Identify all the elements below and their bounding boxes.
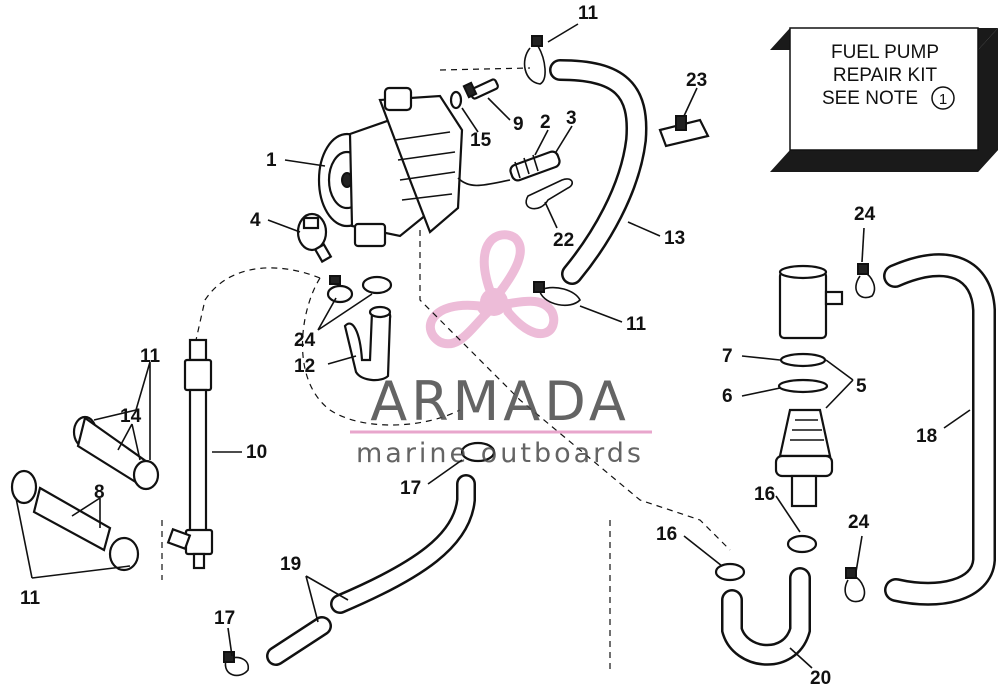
note-line-2: REPAIR KIT	[833, 65, 938, 86]
callout-11-left-lower: 11	[20, 588, 41, 609]
callout-2: 2	[540, 112, 551, 133]
leader-lines	[15, 23, 971, 669]
fuel-hose-20	[721, 567, 811, 666]
callout-20: 20	[810, 668, 831, 689]
callout-18: 18	[916, 426, 937, 447]
check-valve-4	[296, 212, 333, 264]
fuel-strainer-10	[166, 338, 214, 570]
valve-23	[658, 115, 710, 148]
clamp-17-upper	[460, 441, 496, 463]
note-line-3: SEE NOTE	[822, 88, 918, 109]
fuel-hose-13	[549, 59, 648, 285]
callout-19: 19	[280, 554, 301, 575]
clip-22	[525, 178, 574, 210]
fitting-12	[343, 305, 392, 382]
callout-13: 13	[664, 228, 685, 249]
callout-9: 9	[513, 114, 524, 135]
fitting-8	[10, 469, 140, 572]
fuel-fitting-2-3	[509, 150, 561, 182]
note-line-1: FUEL PUMP	[831, 42, 939, 63]
dashed-routing-lines	[161, 67, 731, 670]
callout-10: 10	[246, 442, 267, 463]
clamp-16-right	[786, 534, 818, 554]
callout-8: 8	[94, 482, 105, 503]
watermark-armada: ARMADA marine outboards	[350, 370, 652, 469]
clamp-24-lower-right	[844, 567, 866, 603]
callout-numbers: 11 23 1 9 15 2 3 4 22 13 11 24 12 24 7 6…	[20, 3, 937, 689]
fuel-hose-19	[266, 474, 476, 666]
callout-11-left-upper: 11	[140, 346, 161, 367]
callout-7: 7	[722, 346, 733, 367]
callout-11-top: 11	[578, 3, 599, 24]
callout-6: 6	[722, 386, 733, 407]
callout-16-left: 16	[656, 524, 677, 545]
clamp-17-lower	[223, 651, 250, 677]
callout-23: 23	[686, 70, 707, 91]
screw-9	[462, 78, 499, 100]
callout-16-right: 16	[754, 484, 775, 505]
callout-12: 12	[294, 356, 315, 377]
callout-14: 14	[120, 406, 142, 427]
note-number-circle	[931, 86, 955, 110]
callout-4: 4	[250, 210, 261, 231]
callout-11-mid: 11	[626, 314, 647, 335]
callout-17-lower: 17	[214, 608, 235, 629]
fuel-pump-repair-kit-note: FUEL PUMP REPAIR KIT SEE NOTE 1	[770, 27, 998, 172]
clamp-24-upper-right	[855, 263, 876, 299]
clamp-16-left	[714, 562, 746, 582]
fuel-filter-5	[774, 264, 844, 508]
washer-15	[449, 90, 463, 110]
watermark-brand: ARMADA	[370, 370, 630, 433]
clamp-24-left	[326, 275, 393, 304]
fuel-hose-18	[883, 253, 996, 606]
watermark-propeller-logo	[426, 230, 559, 349]
callout-3: 3	[566, 108, 577, 129]
callout-24-left: 24	[294, 330, 316, 351]
callout-17-upper: 17	[400, 478, 421, 499]
fitting-14	[72, 415, 160, 491]
callout-5: 5	[856, 376, 867, 397]
callout-24-upper-right: 24	[854, 204, 876, 225]
clamp-11-mid	[533, 281, 581, 307]
callout-24-lower-right: 24	[848, 512, 870, 533]
clamp-11-top	[523, 35, 546, 85]
callout-15: 15	[470, 130, 492, 151]
callout-22: 22	[553, 230, 574, 251]
note-number: 1	[939, 91, 947, 108]
fuel-pump	[317, 86, 511, 248]
watermark-tagline: marine outboards	[356, 438, 644, 469]
callout-1: 1	[266, 150, 277, 171]
